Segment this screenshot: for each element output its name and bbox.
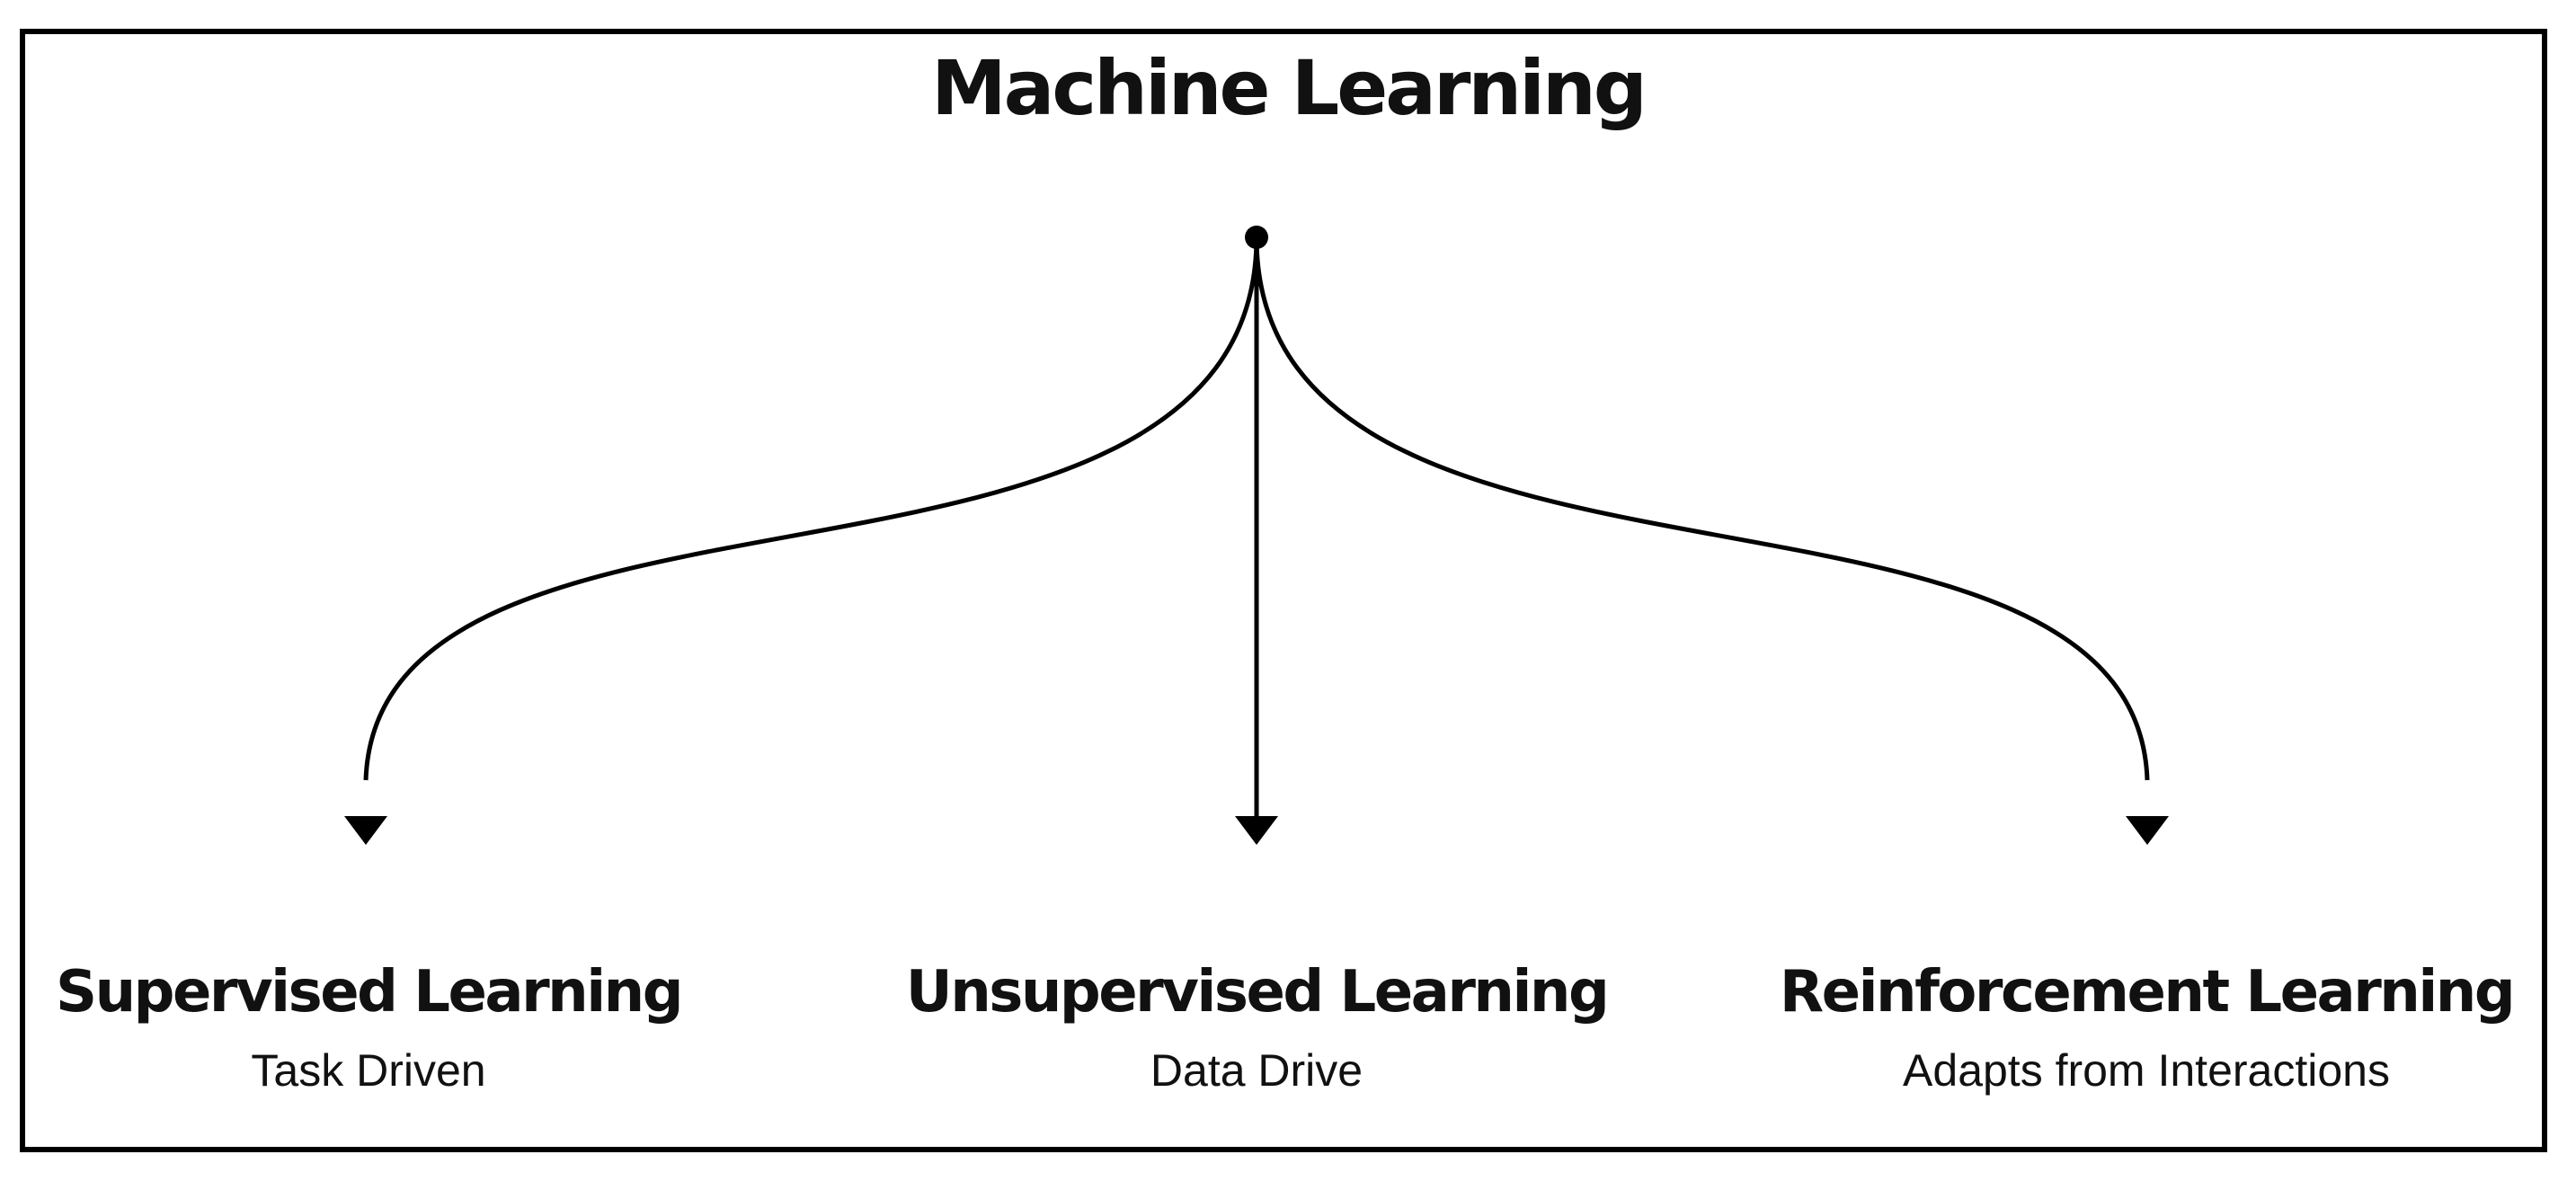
branch-title: Supervised Learning	[56, 959, 684, 1026]
branch-supervised: Supervised Learning Task Driven	[0, 959, 773, 1096]
branch-subtitle: Adapts from Interactions	[1903, 1044, 2390, 1096]
branch-title: Unsupervised Learning	[905, 959, 1610, 1026]
diagram-frame	[20, 29, 2547, 1152]
branch-unsupervised: Unsupervised Learning Data Drive	[852, 959, 1661, 1096]
edge-supervised	[363, 236, 1259, 781]
branch-subtitle: Task Driven	[251, 1044, 486, 1096]
edge-reinforcement	[1254, 236, 2150, 781]
arrowhead-supervised	[344, 816, 387, 845]
arrowhead-reinforcement	[2126, 816, 2169, 845]
branch-reinforcement: Reinforcement Learning Adapts from Inter…	[1742, 959, 2551, 1096]
arrowhead-unsupervised	[1235, 816, 1278, 845]
branch-title: Reinforcement Learning	[1779, 959, 2516, 1026]
branch-subtitle: Data Drive	[1150, 1044, 1364, 1096]
diagram-title: Machine Learning	[931, 44, 1648, 132]
